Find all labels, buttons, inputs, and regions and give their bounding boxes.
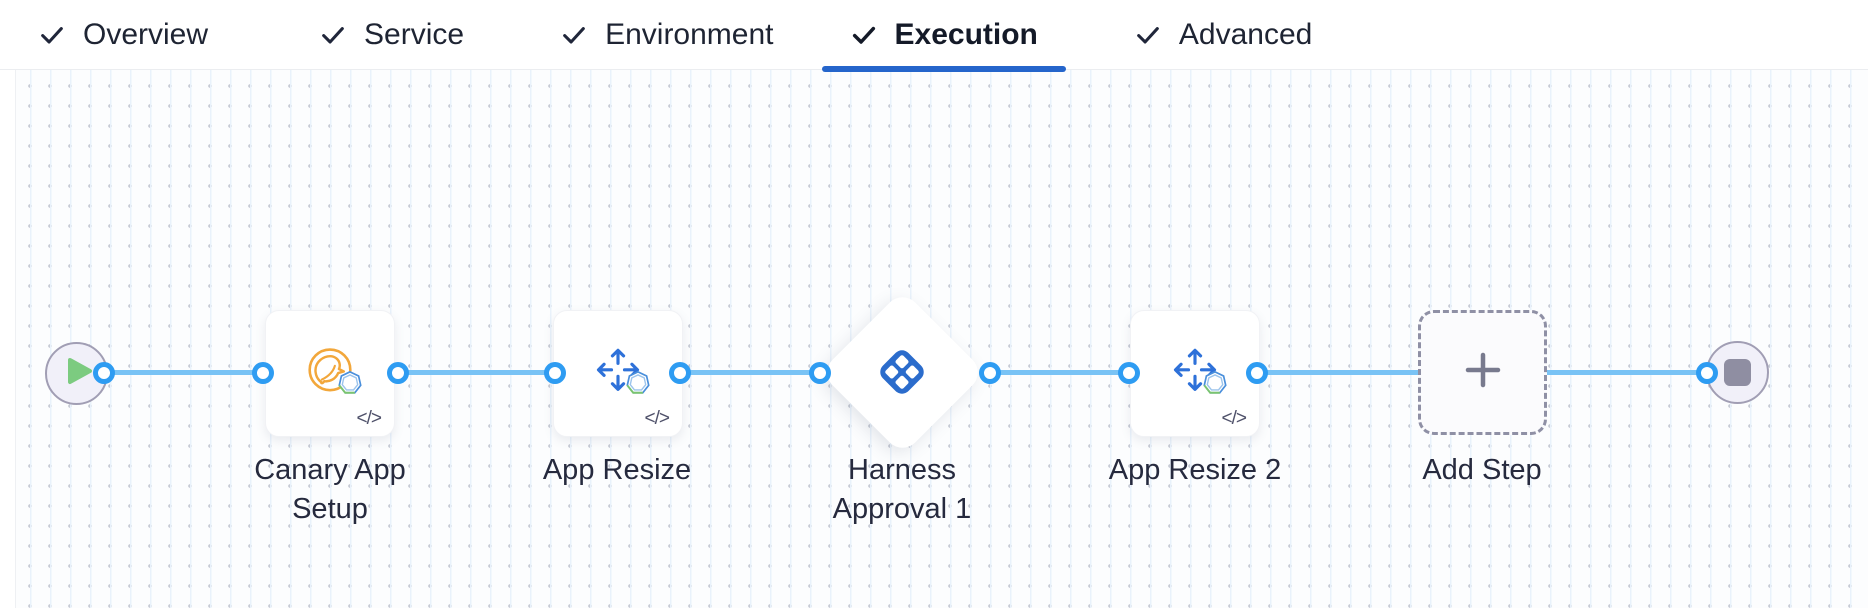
resize-arrows-icon xyxy=(1169,343,1227,395)
port-start-out[interactable] xyxy=(93,362,115,384)
canvas-left-edge xyxy=(0,70,16,608)
link-canary-appresize xyxy=(398,370,555,375)
link-approval-appresize2 xyxy=(990,370,1129,375)
link-appresize-approval xyxy=(680,370,820,375)
tab-environment[interactable]: Environment xyxy=(532,0,801,69)
check-icon xyxy=(560,21,588,49)
play-icon xyxy=(67,357,93,390)
resize-arrows-icon xyxy=(592,343,650,395)
check-icon xyxy=(1134,21,1162,49)
port-end-in[interactable] xyxy=(1696,362,1718,384)
tab-service[interactable]: Service xyxy=(291,0,492,69)
step-node-app-resize-2[interactable]: </> xyxy=(1130,310,1260,437)
tab-execution[interactable]: Execution xyxy=(821,0,1067,72)
port-approval-out[interactable] xyxy=(979,362,1001,384)
pipeline-start-node[interactable] xyxy=(45,342,108,405)
check-icon xyxy=(38,21,66,49)
port-canary-in[interactable] xyxy=(252,362,274,384)
canary-icon xyxy=(304,343,362,395)
check-icon xyxy=(319,21,347,49)
stop-icon xyxy=(1724,359,1751,386)
port-appresize-out[interactable] xyxy=(669,362,691,384)
stage-config-tabbar: Overview Service Environment Execution A… xyxy=(0,0,1868,72)
code-icon: </> xyxy=(1221,408,1248,429)
node-label-app-resize-2: App Resize 2 xyxy=(1108,454,1282,486)
step-node-canary-app-setup[interactable]: </> xyxy=(265,310,395,437)
tab-label: Execution xyxy=(894,17,1038,51)
tab-label: Environment xyxy=(605,17,774,51)
step-node-app-resize[interactable]: </> xyxy=(553,310,683,437)
node-label-app-resize: App Resize xyxy=(542,454,692,486)
plus-icon xyxy=(1462,349,1504,396)
node-label-add-step: Add Step xyxy=(1422,454,1542,486)
tab-label: Overview xyxy=(83,17,209,51)
port-appresize2-in[interactable] xyxy=(1118,362,1140,384)
add-step-button[interactable] xyxy=(1418,310,1547,435)
code-icon: </> xyxy=(644,408,671,429)
node-label-canary-app-setup: Canary App Setup xyxy=(254,454,406,525)
port-appresize-in[interactable] xyxy=(544,362,566,384)
port-canary-out[interactable] xyxy=(387,362,409,384)
tab-advanced[interactable]: Advanced xyxy=(1106,0,1340,69)
hexagon-badge-icon xyxy=(624,368,652,401)
tab-label: Service xyxy=(364,17,465,51)
tab-overview[interactable]: Overview xyxy=(10,0,236,69)
hexagon-badge-icon xyxy=(336,368,364,401)
check-icon xyxy=(850,21,878,49)
link-start-canary xyxy=(104,370,263,375)
pipeline-canvas[interactable]: </> </> xyxy=(0,70,1868,608)
port-approval-in[interactable] xyxy=(809,362,831,384)
code-icon: </> xyxy=(356,408,383,429)
hexagon-badge-icon xyxy=(1201,368,1229,401)
harness-approval-icon[interactable] xyxy=(874,344,930,400)
node-label-harness-approval-1: Harness Approval 1 xyxy=(832,454,972,525)
port-appresize2-out[interactable] xyxy=(1246,362,1268,384)
tab-label: Advanced xyxy=(1178,17,1313,51)
